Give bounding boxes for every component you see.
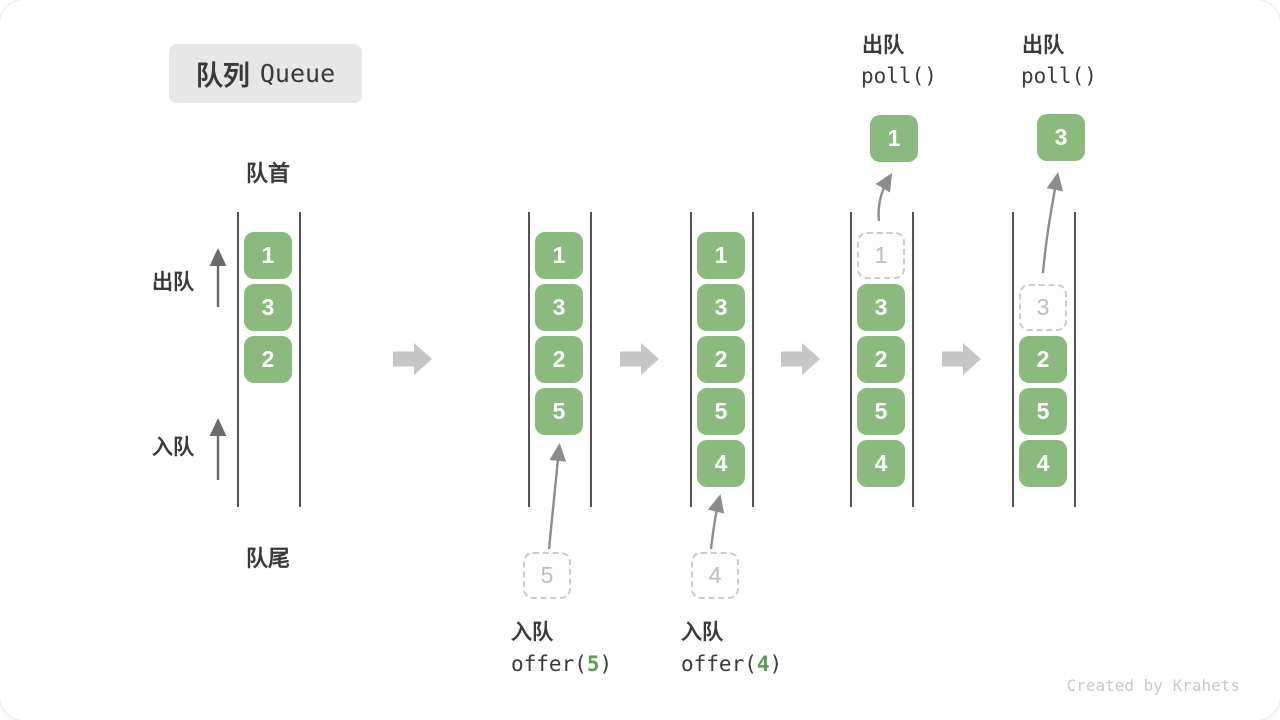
queue-wall-left	[237, 212, 239, 507]
queue-item-box: 5	[857, 388, 905, 435]
enqueue-op-label: 入队	[681, 621, 723, 644]
dequeue-op-label: 出队	[1022, 34, 1064, 57]
queue-item-box: 1	[697, 232, 745, 279]
code-pre: offer(	[681, 652, 757, 676]
queue-wall-left	[528, 212, 530, 507]
removed-placeholder-box: 3	[1019, 284, 1067, 331]
code-arg: 4	[756, 652, 770, 676]
queue-item-box: 3	[857, 284, 905, 331]
queue-item-box: 1	[244, 232, 292, 279]
enqueue-side-label: 入队	[152, 436, 194, 459]
queue-item-box: 2	[244, 336, 292, 383]
title-badge: 队列 Queue	[169, 44, 362, 103]
queue-wall-left	[690, 212, 692, 507]
title-en: Queue	[259, 59, 336, 88]
queue-item-box: 4	[1019, 440, 1067, 487]
poll-code-label: poll()	[861, 64, 937, 88]
title-cn: 队列	[195, 61, 250, 91]
queue-head-label: 队首	[245, 161, 291, 186]
queue-tail-label: 队尾	[245, 546, 291, 571]
queue-wall-right	[1074, 212, 1076, 507]
pending-placeholder-box: 4	[691, 552, 739, 599]
queue-item-box: 2	[857, 336, 905, 383]
dequeue-op-label: 出队	[862, 34, 904, 57]
enqueue-op-label: 入队	[511, 621, 553, 644]
queue-item-box: 2	[1019, 336, 1067, 383]
queue-item-box: 3	[244, 284, 292, 331]
dequeue-side-label: 出队	[152, 271, 194, 294]
pending-placeholder-box: 5	[523, 552, 571, 599]
offer-code-label: offer(5)	[511, 652, 612, 676]
queue-wall-right	[299, 212, 301, 507]
queue-item-box: 5	[535, 388, 583, 435]
queue-item-box: 5	[1019, 388, 1067, 435]
queue-item-box: 4	[857, 440, 905, 487]
watermark: Created by Krahets	[1066, 676, 1240, 695]
queue-item-box: 2	[535, 336, 583, 383]
queue-item-box: 5	[697, 388, 745, 435]
queue-wall-left	[1012, 212, 1014, 507]
popped-item-box: 1	[870, 115, 918, 162]
removed-placeholder-box: 1	[857, 232, 905, 279]
popped-item-box: 3	[1037, 114, 1085, 161]
code-post: )	[769, 652, 783, 676]
poll-code-label: poll()	[1021, 64, 1097, 88]
queue-item-box: 3	[697, 284, 745, 331]
code-pre: offer(	[511, 652, 587, 676]
offer-code-label: offer(4)	[681, 652, 782, 676]
queue-wall-left	[850, 212, 852, 507]
queue-item-box: 1	[535, 232, 583, 279]
queue-item-box: 2	[697, 336, 745, 383]
queue-wall-right	[912, 212, 914, 507]
code-post: )	[599, 652, 613, 676]
queue-wall-right	[752, 212, 754, 507]
queue-item-box: 4	[697, 440, 745, 487]
code-arg: 5	[586, 652, 600, 676]
queue-wall-right	[590, 212, 592, 507]
queue-item-box: 3	[535, 284, 583, 331]
